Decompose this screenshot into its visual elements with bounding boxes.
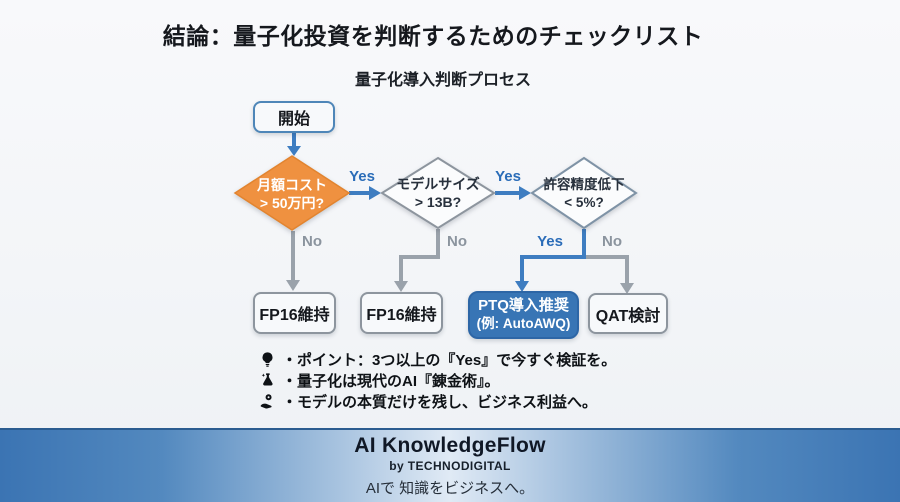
no-arrowheads [286,280,634,294]
yes-edges [292,133,586,281]
note-text-2: ・量子化は現代のAI『錬金術』。 [282,372,500,390]
decision-2-shape [380,156,496,230]
note-text-1: ・ポイント：3つ以上の『Yes』で今すぐ検証を。 [282,351,617,369]
key-points: ・ポイント：3つ以上の『Yes』で今すぐ検証を。 ・量子化は現代のAI『錬金術』… [259,349,616,412]
yes-arrowheads [287,146,531,292]
start-node-label: 開始 [277,111,310,128]
decision-shapes [233,155,638,231]
note-text-3: ・モデルの本質だけを残し、ビジネス利益へ。 [282,393,598,411]
flask-icon [261,372,273,385]
brand-name: AI KnowledgeFlow [354,433,546,457]
edge-label-yes-3: Yes [537,233,563,250]
result-node-fp16-1: FP16維持 [253,292,336,334]
note-row-3: ・モデルの本質だけを残し、ビジネス利益へ。 [259,391,616,411]
edge-label-no-2: No [447,233,467,250]
hand-coin-icon [260,393,272,408]
edge-label-yes-2: Yes [495,168,521,185]
decision-3-shape [530,156,638,230]
brand-byline: by TECHNODIGITAL [389,459,511,474]
result-node-qat: QAT検討 [588,293,668,334]
start-node: 開始 [253,101,335,133]
no-edges [291,229,629,283]
lightbulb-icon [262,351,273,367]
flowchart-canvas [233,133,638,294]
diagram-subtitle: 量子化導入判断プロセス [354,72,531,89]
note-row-1: ・ポイント：3つ以上の『Yes』で今すぐ検証を。 [259,349,616,369]
page-title: 結論：量子化投資を判断するためのチェックリスト [162,23,704,49]
brand-tagline: AIで 知識をビジネスへ。 [365,480,535,498]
note-row-2: ・量子化は現代のAI『錬金術』。 [259,370,616,390]
result-node-ptq: PTQ導入推奨 (例: AutoAWQ) [468,291,579,339]
footer-banner: AI KnowledgeFlow by TECHNODIGITAL AIで 知識… [0,428,900,502]
edge-label-yes-1: Yes [349,168,375,185]
result-node-fp16-2: FP16維持 [360,292,443,334]
edge-label-no-1: No [302,233,322,250]
decision-1-shape [233,155,351,231]
edge-label-no-3: No [602,233,622,250]
